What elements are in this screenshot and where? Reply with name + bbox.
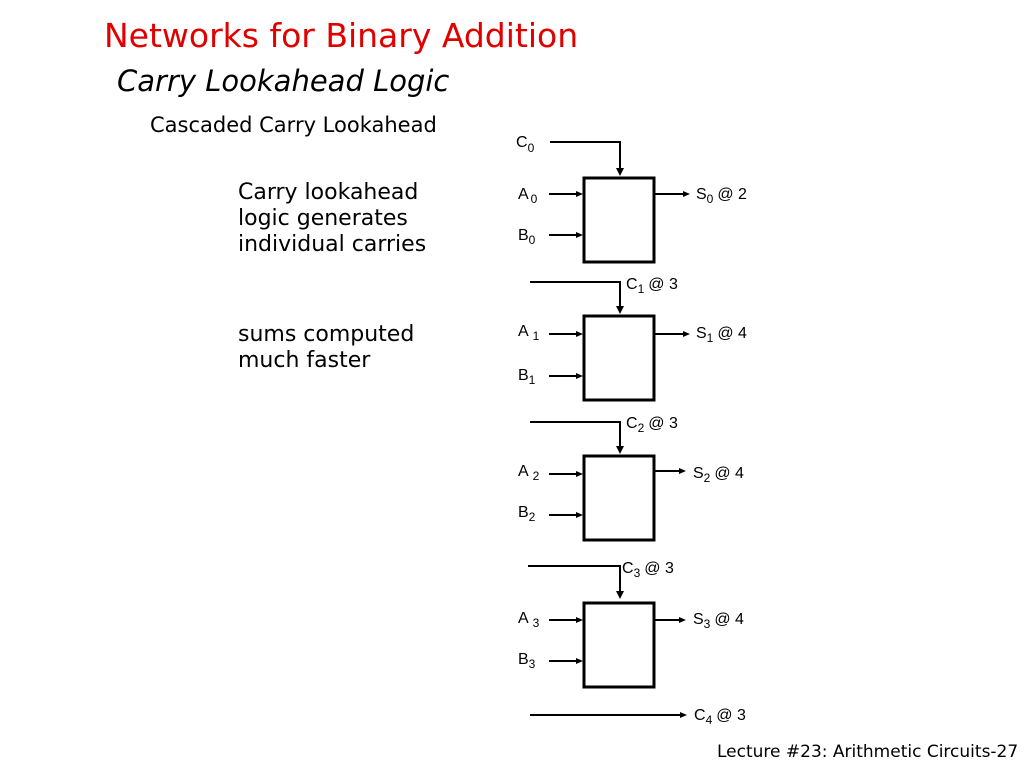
sum-label: S2@ 4 [693, 465, 744, 485]
slide-subtitle: Carry Lookahead Logic [117, 64, 450, 98]
note-carry-lookahead: Carry lookahead logic generates individu… [238, 180, 426, 258]
sum-arrowhead [683, 331, 690, 337]
sum-label: S1@ 4 [696, 325, 747, 345]
note-line: sums computed [238, 322, 415, 347]
sum-arrowhead [683, 191, 690, 197]
sum-label: S3@ 4 [693, 611, 744, 631]
input-a-arrowhead [576, 471, 583, 477]
adder-block [582, 601, 656, 689]
slide-footer: Lecture #23: Arithmetic Circuits-27 [717, 742, 1019, 762]
carry-3-wire [528, 565, 621, 593]
carry-3-label: C3@ 3 [622, 560, 674, 580]
note-line: much faster [238, 348, 371, 373]
sum-arrowhead [679, 617, 686, 623]
carry-1-arrowhead [616, 306, 624, 314]
note-line: Carry lookahead [238, 180, 419, 205]
adder-block [582, 454, 656, 542]
input-a-arrowhead [576, 617, 583, 623]
adder-block [582, 176, 656, 264]
note-line: individual carries [238, 232, 427, 257]
input-b-label: B3 [518, 651, 536, 671]
input-a-arrowhead [576, 331, 583, 337]
carry-2-wire [530, 421, 621, 448]
input-b-arrowhead [576, 512, 583, 518]
adder-block [582, 314, 656, 402]
carry-out-arrowhead [680, 712, 687, 718]
section-heading: Cascaded Carry Lookahead [150, 113, 437, 137]
input-b-label: B0 [518, 227, 536, 247]
input-b-arrowhead [576, 373, 583, 379]
carry-out-label: C4@ 3 [694, 707, 746, 727]
sum-label: S0@ 2 [696, 186, 747, 206]
input-a-arrowhead [576, 191, 583, 197]
input-b-arrowhead [576, 232, 583, 238]
input-b-label: B1 [518, 367, 536, 387]
sum-arrowhead [679, 468, 686, 474]
carry-in-label: C0 [516, 134, 535, 155]
note-sums-faster: sums computed much faster [238, 322, 414, 374]
carry-in-wire [550, 141, 621, 170]
carry-3-arrowhead [616, 591, 624, 599]
carry-2-arrowhead [616, 446, 624, 454]
carry-in-arrowhead [616, 168, 624, 176]
carry-1-wire [530, 281, 621, 308]
carry-1-label: C1@ 3 [626, 276, 678, 296]
slide-title: Networks for Binary Addition [104, 16, 579, 55]
carry-2-label: C2@ 3 [626, 415, 678, 435]
note-line: logic generates [238, 206, 408, 231]
input-b-label: B2 [518, 504, 536, 524]
input-b-arrowhead [576, 658, 583, 664]
